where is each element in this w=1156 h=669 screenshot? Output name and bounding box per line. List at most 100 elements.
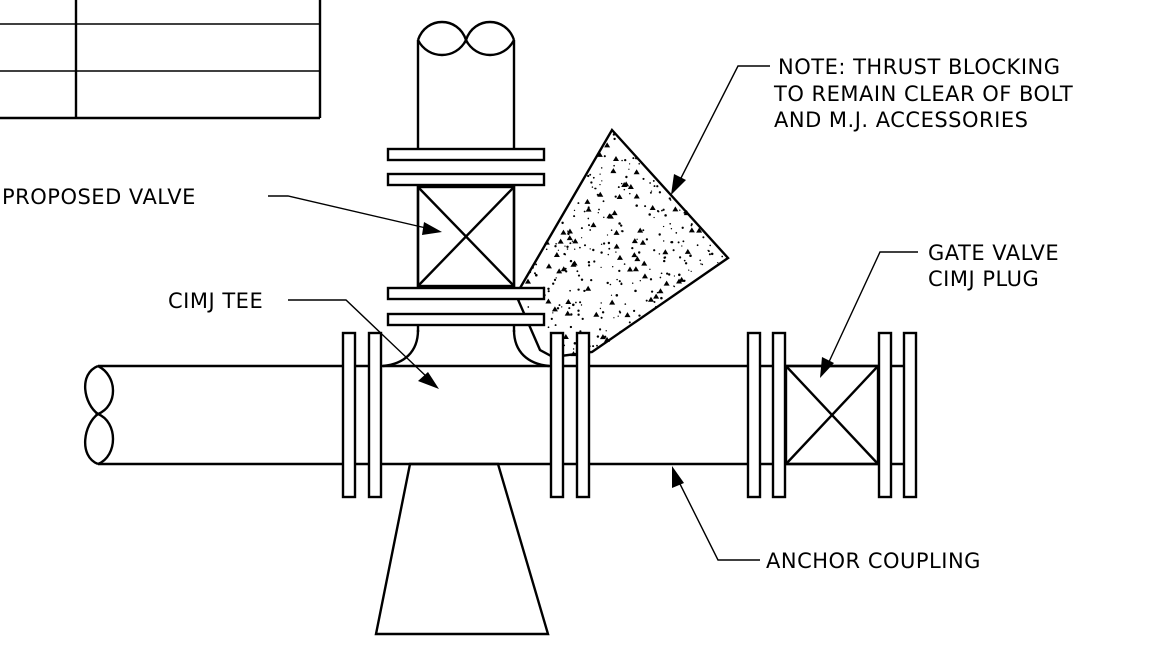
concrete-speck [587,261,591,264]
concrete-speck [564,310,571,316]
concrete-speck [609,283,612,286]
concrete-speck [590,181,593,184]
concrete-speck [575,301,577,304]
concrete-speck [688,227,695,233]
concrete-speck [670,227,673,230]
concrete-speck [579,246,581,249]
concrete-speck [611,210,618,216]
concrete-speck [580,304,583,306]
concrete-speck [598,208,600,211]
concrete-speck [567,232,570,236]
concrete-speck [628,321,631,324]
concrete-speck [647,296,654,302]
thrust-block-diagonal [514,127,730,359]
concrete-speck [600,243,603,245]
concrete-speck [566,245,569,249]
concrete-speck [614,195,617,198]
concrete-speck [613,164,615,167]
concrete-speck [681,245,683,247]
concrete-speck [566,248,569,250]
concrete-speck [596,335,600,338]
concrete-speck [569,259,573,263]
concrete-speck [568,307,571,310]
concrete-speck [528,270,532,274]
concrete-speck [623,188,626,191]
concrete-speck [600,302,602,304]
concrete-speck [570,351,577,357]
concrete-speck [639,239,646,245]
concrete-speck [637,251,641,254]
concrete-speck [616,278,618,281]
concrete-speck [618,280,621,283]
concrete-speck [624,312,631,318]
concrete-speck [580,227,583,230]
main-pipe [83,364,912,466]
concrete-speck [555,277,557,279]
concrete-speck [631,252,638,258]
concrete-speck [613,317,615,319]
concrete-speck [672,206,679,212]
concrete-speck [679,209,681,211]
concrete-speck [633,309,636,312]
flange [877,331,893,499]
concrete-speck [609,299,616,305]
concrete-speck [690,224,693,227]
concrete-speck [612,155,619,161]
concrete-speck [638,314,641,317]
concrete-speck [577,288,580,291]
concrete-speck [637,227,644,233]
concrete-speck [564,267,567,270]
concrete-speck [545,263,552,269]
concrete-speck [696,244,699,247]
concrete-speck [631,282,634,284]
concrete-speck [577,309,580,312]
concrete-speck [653,185,656,188]
concrete-speck [635,157,638,160]
concrete-speck [599,183,601,186]
concrete-speck [619,330,621,333]
title-block-table [0,0,322,120]
concrete-speck [615,251,617,253]
concrete-speck [547,290,550,293]
concrete-speck [558,304,561,307]
concrete-speck [663,240,665,242]
concrete-speck [562,334,569,340]
vertical-pipe-flanges [386,147,546,327]
concrete-speck [690,270,692,273]
concrete-speck [636,238,638,240]
anchor-coupling-label: ANCHOR COUPLING [766,549,981,573]
concrete-speck [621,230,624,233]
concrete-speck [717,261,719,264]
concrete-speck [570,313,573,316]
concrete-speck [662,259,666,263]
concrete-speck [696,227,703,233]
flange [386,147,546,162]
concrete-speck [557,249,560,251]
concrete-speck [571,240,574,242]
flange [902,331,918,499]
concrete-speck [689,254,692,257]
concrete-speck [587,206,590,209]
concrete-speck [661,209,663,212]
concrete-speck [570,261,577,267]
concrete-speck [658,191,662,194]
concrete-speck [638,163,640,165]
concrete-speck [588,224,590,227]
concrete-speck [626,266,633,272]
concrete-speck [545,248,548,251]
concrete-speck [653,249,656,252]
concrete-speck [573,215,576,218]
concrete-speck [684,262,688,265]
concrete-speck [629,192,631,195]
concrete-speck [599,334,606,340]
proposed-valve-label: PROPOSED VALVE [2,185,196,209]
flange [341,331,357,499]
concrete-speck [573,342,577,345]
leader-lines [268,65,918,561]
concrete-speck [599,307,602,310]
concrete-speck [547,287,550,291]
concrete-speck [585,206,592,212]
concrete-speck [656,291,659,294]
concrete-speck [709,244,712,247]
concrete-speck [633,169,640,175]
